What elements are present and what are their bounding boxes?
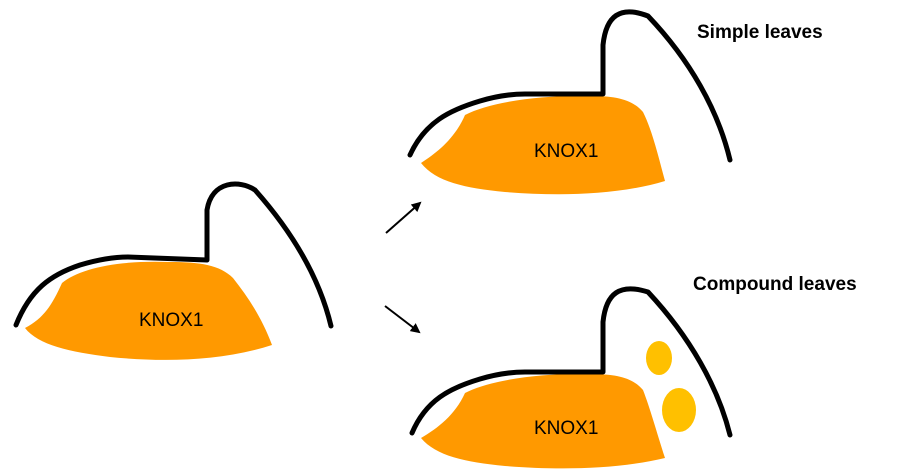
simple-leaves-label: Simple leaves <box>697 22 823 43</box>
knox1-label: KNOX1 <box>139 310 203 331</box>
knox1-label: KNOX1 <box>534 418 598 439</box>
meristem-simple: KNOX1 <box>410 12 730 194</box>
leaflet-primordium-upper <box>646 341 672 375</box>
arrow-to-compound <box>385 306 419 332</box>
meristem-initial: KNOX1 <box>16 184 331 360</box>
arrow-to-simple <box>386 203 420 233</box>
leaflet-primordium-lower <box>662 388 696 432</box>
meristem-compound: KNOX1 <box>412 289 730 469</box>
knox1-label: KNOX1 <box>534 141 598 162</box>
compound-leaves-label: Compound leaves <box>693 274 857 295</box>
